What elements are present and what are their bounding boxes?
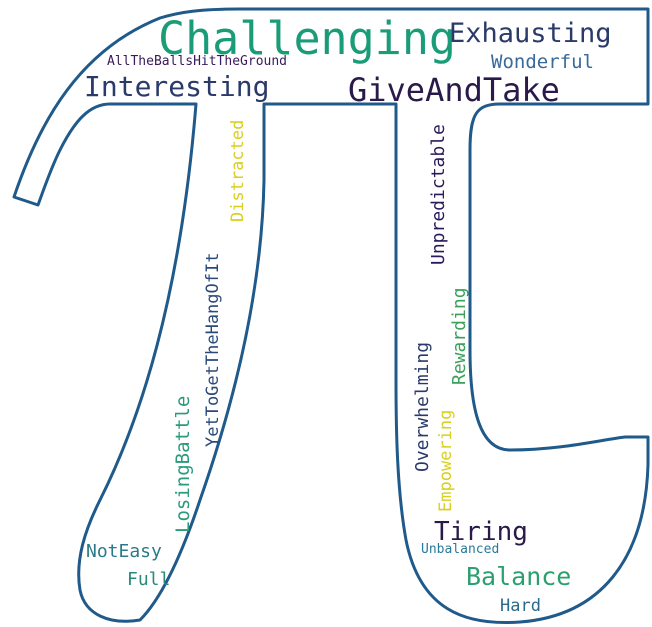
word-empowering: Empowering [436,410,456,512]
word-yettogetthehangofit: YetToGetTheHangOfIt [203,253,223,447]
word-challenging: Challenging [158,12,456,65]
word-tiring: Tiring [434,517,528,547]
word-distracted: Distracted [228,120,248,222]
word-rewarding: Rewarding [449,287,470,385]
word-unbalanced: Unbalanced [421,542,499,557]
word-unpredictable: Unpredictable [428,124,449,265]
pi-symbol-outline [12,7,650,625]
word-interesting: Interesting [84,70,269,103]
word-hard: Hard [500,596,541,616]
word-balance: Balance [466,562,571,591]
word-wonderful: Wonderful [491,51,594,73]
word-noteasy: NotEasy [86,541,162,562]
word-losingbattle: LosingBattle [172,396,194,533]
word-overwhelming: Overwhelming [412,342,433,472]
word-giveandtake: GiveAndTake [348,71,560,109]
word-alltheballshittheground: AllTheBallsHitTheGround [107,54,287,69]
word-exhausting: Exhausting [449,18,612,49]
word-full: Full [127,569,170,590]
